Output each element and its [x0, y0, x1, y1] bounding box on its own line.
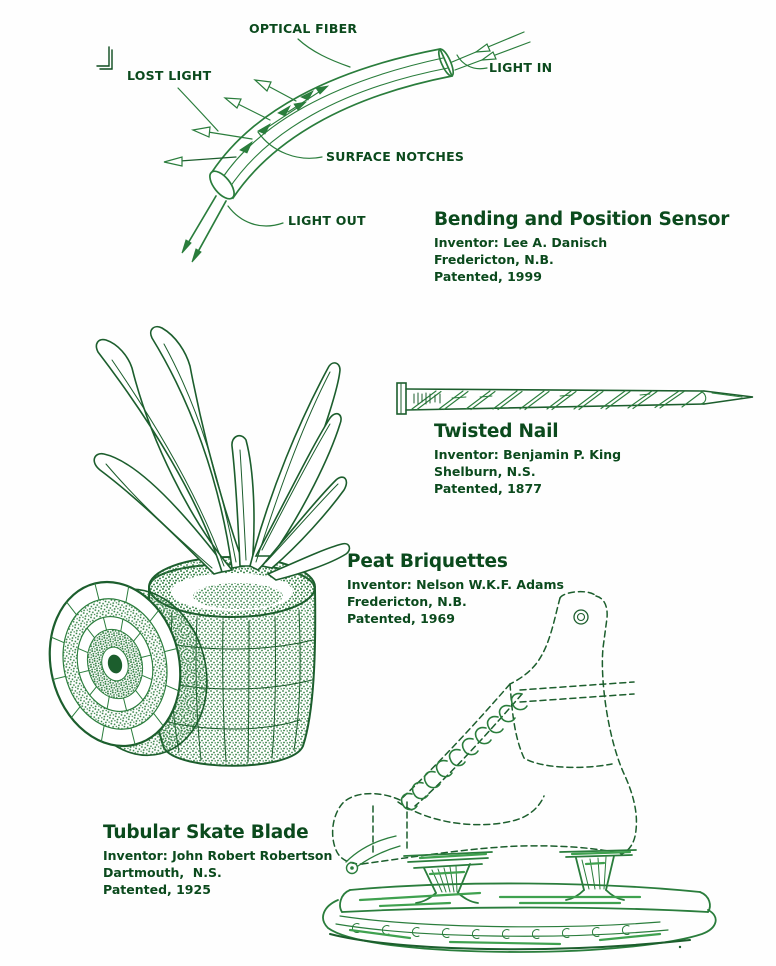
twisted-nail-drawing: [396, 382, 754, 415]
invention-location: Shelburn, N.S.: [434, 464, 536, 479]
invention-inventor: Inventor: John Robert Robertson: [103, 848, 333, 863]
invention-inventor: Inventor: Nelson W.K.F. Adams: [347, 577, 564, 592]
caption-bending-sensor: Bending and Position Sensor Inventor: Le…: [434, 209, 729, 285]
lace-hooks: [400, 692, 528, 811]
invention-patent: Patented, 1969: [347, 611, 455, 626]
caption-tubular-skate-blade: Tubular Skate Blade Inventor: John Rober…: [103, 822, 332, 898]
invention-inventor: Inventor: Lee A. Danisch: [434, 235, 608, 250]
blade-shading: [348, 850, 662, 946]
invention-patent: Patented, 1877: [434, 481, 542, 496]
label-light-out: LIGHT OUT: [288, 213, 366, 228]
label-optical-fiber: OPTICAL FIBER: [249, 21, 358, 36]
invention-title: Bending and Position Sensor: [434, 209, 730, 230]
caption-peat-briquettes: Peat Briquettes Inventor: Nelson W.K.F. …: [347, 551, 564, 627]
invention-location: Fredericton, N.B.: [434, 252, 554, 267]
invention-inventor: Inventor: Benjamin P. King: [434, 447, 622, 462]
invention-title: Tubular Skate Blade: [103, 822, 309, 843]
invention-title: Peat Briquettes: [347, 551, 508, 572]
caption-twisted-nail: Twisted Nail Inventor: Benjamin P. King …: [434, 421, 621, 497]
invention-title: Twisted Nail: [434, 421, 559, 442]
label-light-in: LIGHT IN: [489, 60, 553, 75]
corner-bracket-mark: [96, 46, 113, 70]
label-lost-light: LOST LIGHT: [127, 68, 212, 83]
invention-patent: Patented, 1999: [434, 269, 542, 284]
label-surface-notches: SURFACE NOTCHES: [326, 149, 465, 164]
invention-location: Fredericton, N.B.: [347, 594, 467, 609]
invention-patent: Patented, 1925: [103, 882, 211, 897]
peat-briquettes-drawing: [48, 325, 351, 767]
invention-location: Dartmouth, N.S.: [103, 865, 222, 880]
fiber-sensor-drawing: [96, 31, 531, 263]
blade-assembly: [322, 835, 717, 953]
tubular-skate-drawing: [322, 590, 717, 953]
